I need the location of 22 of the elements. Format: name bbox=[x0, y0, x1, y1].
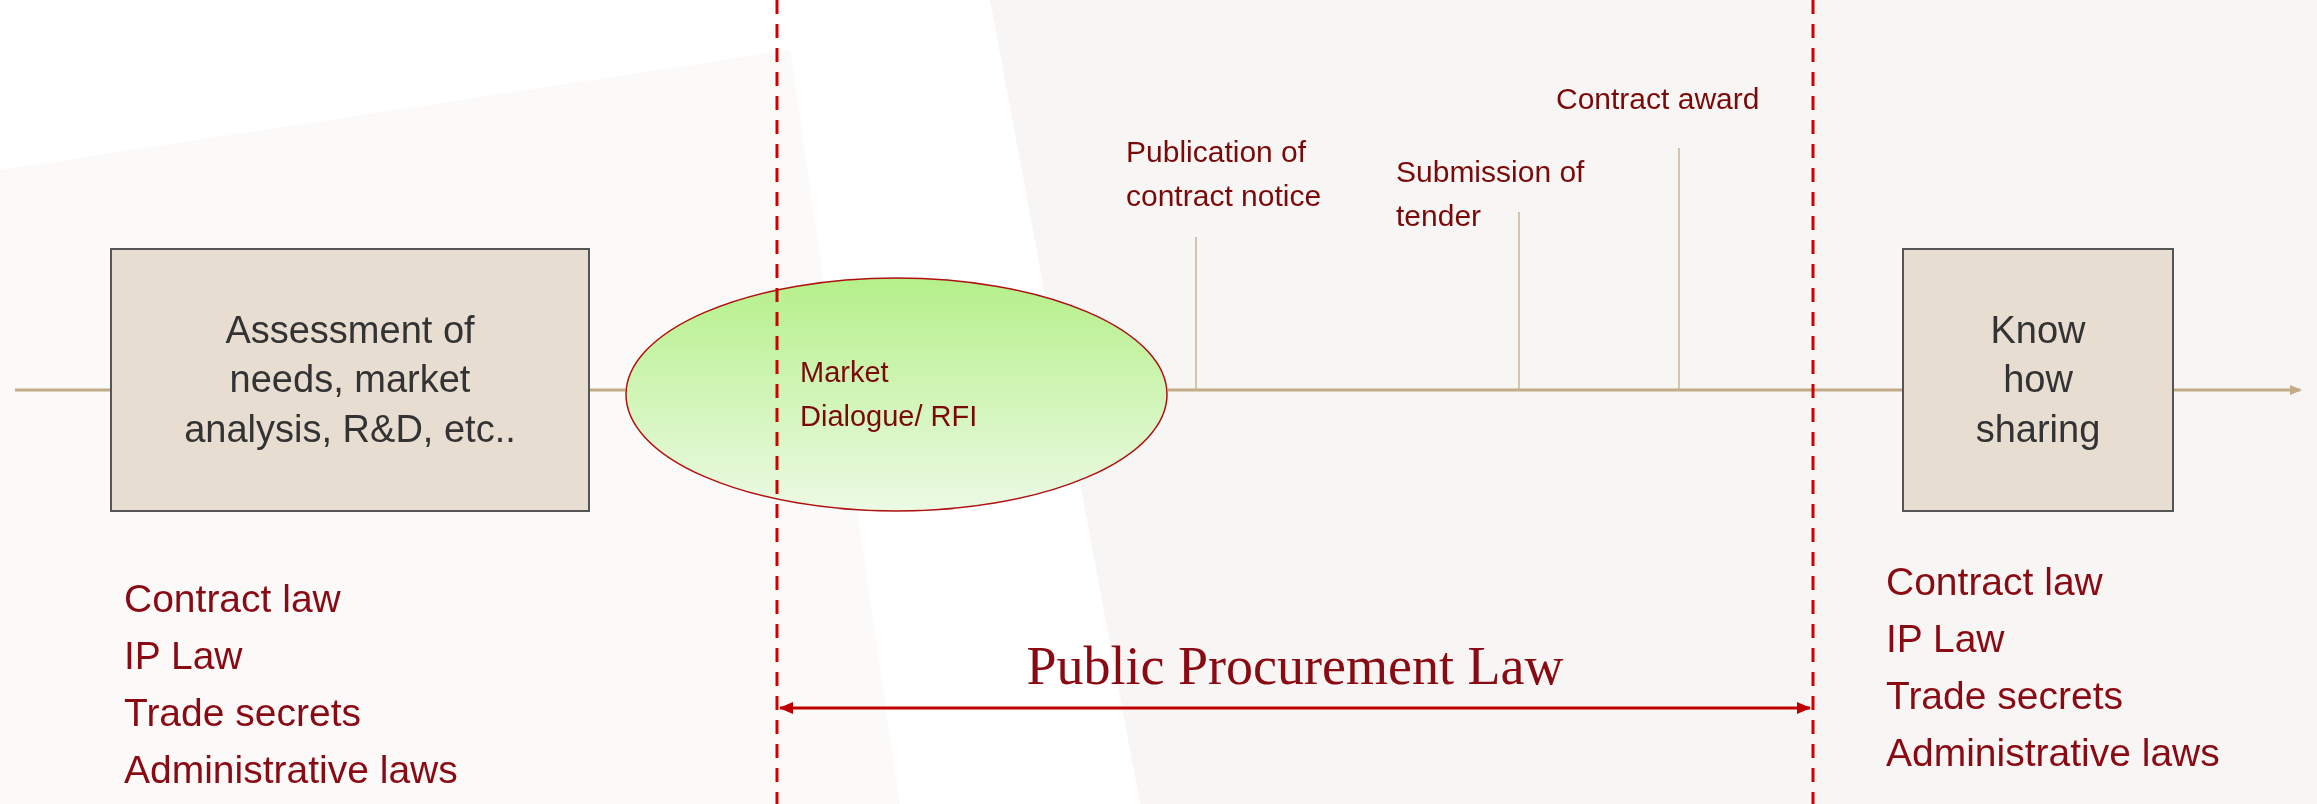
law-label: IP Law bbox=[1886, 617, 2005, 661]
law-label: Administrative laws bbox=[124, 748, 458, 792]
timeline-line bbox=[15, 388, 110, 392]
law-label: Administrative laws bbox=[1886, 731, 2220, 775]
range-label: Public Procurement Law bbox=[1026, 635, 1564, 697]
law-label: IP Law bbox=[124, 634, 243, 678]
milestone-label: Publication of contract notice bbox=[1126, 135, 1322, 212]
timeline-line bbox=[590, 388, 625, 392]
leader-line bbox=[1678, 147, 1680, 391]
ellipse-label: Market Dialogue/ RFI bbox=[800, 355, 979, 434]
leader-line bbox=[1195, 236, 1197, 391]
timeline-line bbox=[2174, 385, 2302, 395]
law-label: Trade secrets bbox=[1886, 674, 2123, 718]
timeline-line bbox=[1168, 388, 1902, 392]
law-label: Contract law bbox=[124, 577, 341, 621]
milestone-label: Submission of tender bbox=[1396, 155, 1585, 232]
leader-line bbox=[1518, 211, 1520, 391]
law-label: Contract law bbox=[1886, 560, 2103, 604]
process-box: Know how sharing bbox=[1902, 248, 2174, 512]
law-label: Trade secrets bbox=[124, 691, 361, 735]
process-box: Assessment of needs, market analysis, R&D, etc.. bbox=[110, 248, 590, 512]
milestone-label: Contract award bbox=[1556, 82, 1760, 115]
